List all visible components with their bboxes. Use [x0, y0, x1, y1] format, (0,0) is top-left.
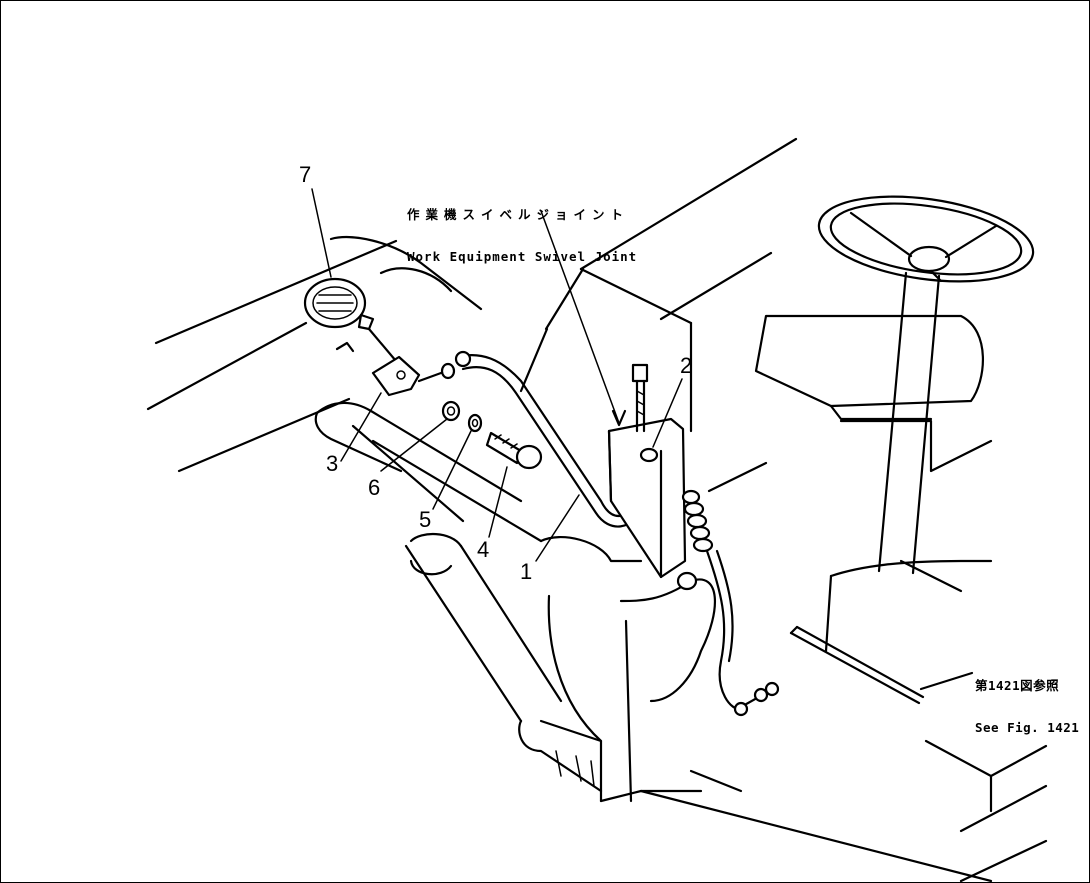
swivel-joint-note: 作業機スイベルジョイント Work Equipment Swivel Joint — [407, 180, 637, 292]
callout-1: 1 — [520, 559, 533, 584]
reference-note-jp: 第1421図参照 — [975, 678, 1060, 693]
steering-wheel — [817, 195, 1035, 575]
reference-note: 第1421図参照 See Fig. 1421 — [975, 651, 1079, 763]
callout-7: 7 — [299, 162, 312, 187]
callout-5: 5 — [419, 507, 432, 532]
callout-4: 4 — [477, 537, 490, 562]
callout-2: 2 — [680, 353, 693, 378]
bracket-part-3 — [335, 341, 443, 397]
washer-part-6 — [441, 400, 461, 422]
connector-stack — [681, 489, 714, 553]
operator-console — [754, 314, 1048, 882]
swivel-joint-note-jp: 作業機スイベルジョイント — [407, 207, 630, 222]
leader-lines — [311, 188, 974, 691]
washer-part-5 — [467, 413, 483, 433]
bolt-part-4 — [485, 431, 543, 470]
reference-note-en: See Fig. 1421 — [975, 720, 1080, 735]
lamp-part-7 — [303, 277, 398, 363]
callout-6: 6 — [368, 475, 381, 500]
swivel-joint — [607, 417, 780, 717]
swivel-joint-note-en: Work Equipment Swivel Joint — [407, 249, 638, 264]
boom-arm — [314, 401, 993, 882]
machine-frame — [146, 137, 798, 493]
bolt-part-2 — [631, 363, 649, 433]
callout-3: 3 — [326, 451, 339, 476]
